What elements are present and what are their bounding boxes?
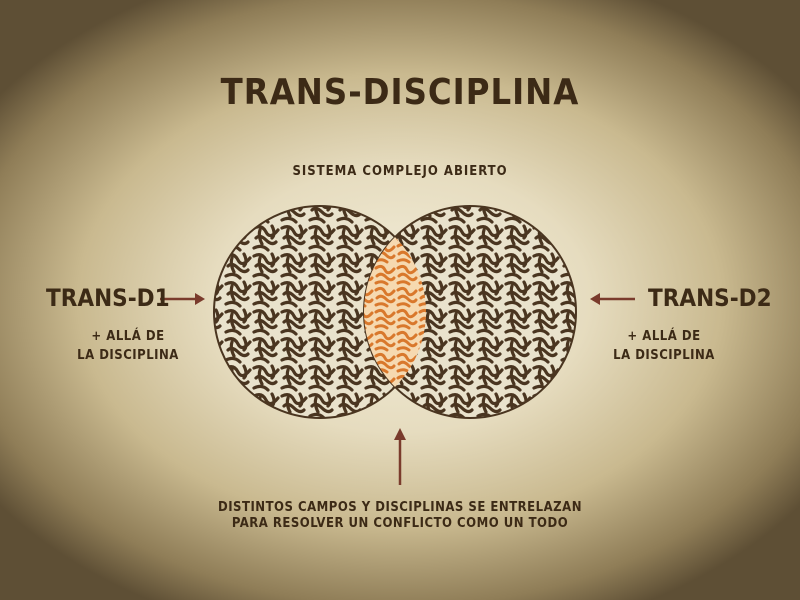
diagram-subtitle: SISTEMA COMPLEJO ABIERTO (292, 164, 508, 179)
left-label: TRANS-D1 (46, 284, 170, 312)
left-note-line-2: LA DISCIPLINA (77, 348, 179, 363)
left-note: + ALLÁ DE LA DISCIPLINA (58, 327, 198, 365)
right-note: + ALLÁ DE LA DISCIPLINA (594, 327, 734, 365)
bottom-caption: DISTINTOS CAMPOS Y DISCIPLINAS SE ENTREL… (0, 500, 800, 532)
right-note-line-2: LA DISCIPLINA (613, 348, 715, 363)
bottom-caption-line-1: DISTINTOS CAMPOS Y DISCIPLINAS SE ENTREL… (217, 500, 582, 515)
right-label: TRANS-D2 (648, 284, 772, 312)
bottom-arrow (394, 428, 406, 485)
page-title: TRANS-DISCIPLINA (220, 72, 580, 113)
right-note-line-1: + ALLÁ DE (627, 329, 701, 344)
bottom-caption-line-2: PARA RESOLVER UN CONFLICTO COMO UN TODO (231, 516, 569, 531)
left-note-line-1: + ALLÁ DE (91, 329, 165, 344)
right-arrow (590, 293, 635, 305)
left-arrow (160, 293, 205, 305)
